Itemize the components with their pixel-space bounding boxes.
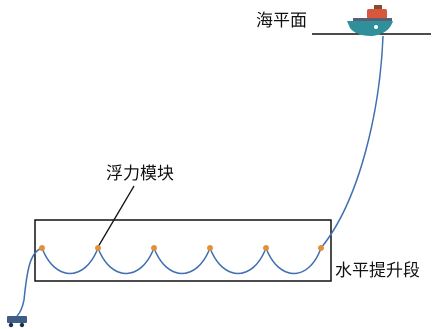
riser-to-collector [16, 247, 43, 317]
float-nodes [39, 245, 324, 251]
ship-icon [347, 5, 393, 36]
vehicle-wheel [8, 322, 14, 328]
buoyancy-module-leader-line [97, 185, 135, 248]
riser-vertical-section [320, 35, 384, 249]
mining-vehicle-icon [7, 316, 27, 328]
ship-porthole [374, 25, 378, 29]
ship-cabin [367, 9, 387, 19]
float-node [263, 245, 269, 251]
float-node [207, 245, 213, 251]
sea-level-label: 海平面 [256, 11, 307, 31]
vehicle-wheel [19, 322, 25, 328]
horizontal-lift-section-label: 水平提升段 [335, 261, 420, 281]
horizontal-lift-section-box [34, 219, 332, 282]
float-node [95, 245, 101, 251]
float-node [151, 245, 157, 251]
float-node [39, 245, 45, 251]
vehicle-body [7, 316, 27, 323]
riser-horizontal-wave-section [41, 245, 322, 275]
ship-hull [347, 21, 393, 36]
float-node [318, 245, 324, 251]
buoyancy-module-label: 浮力模块 [106, 164, 174, 184]
